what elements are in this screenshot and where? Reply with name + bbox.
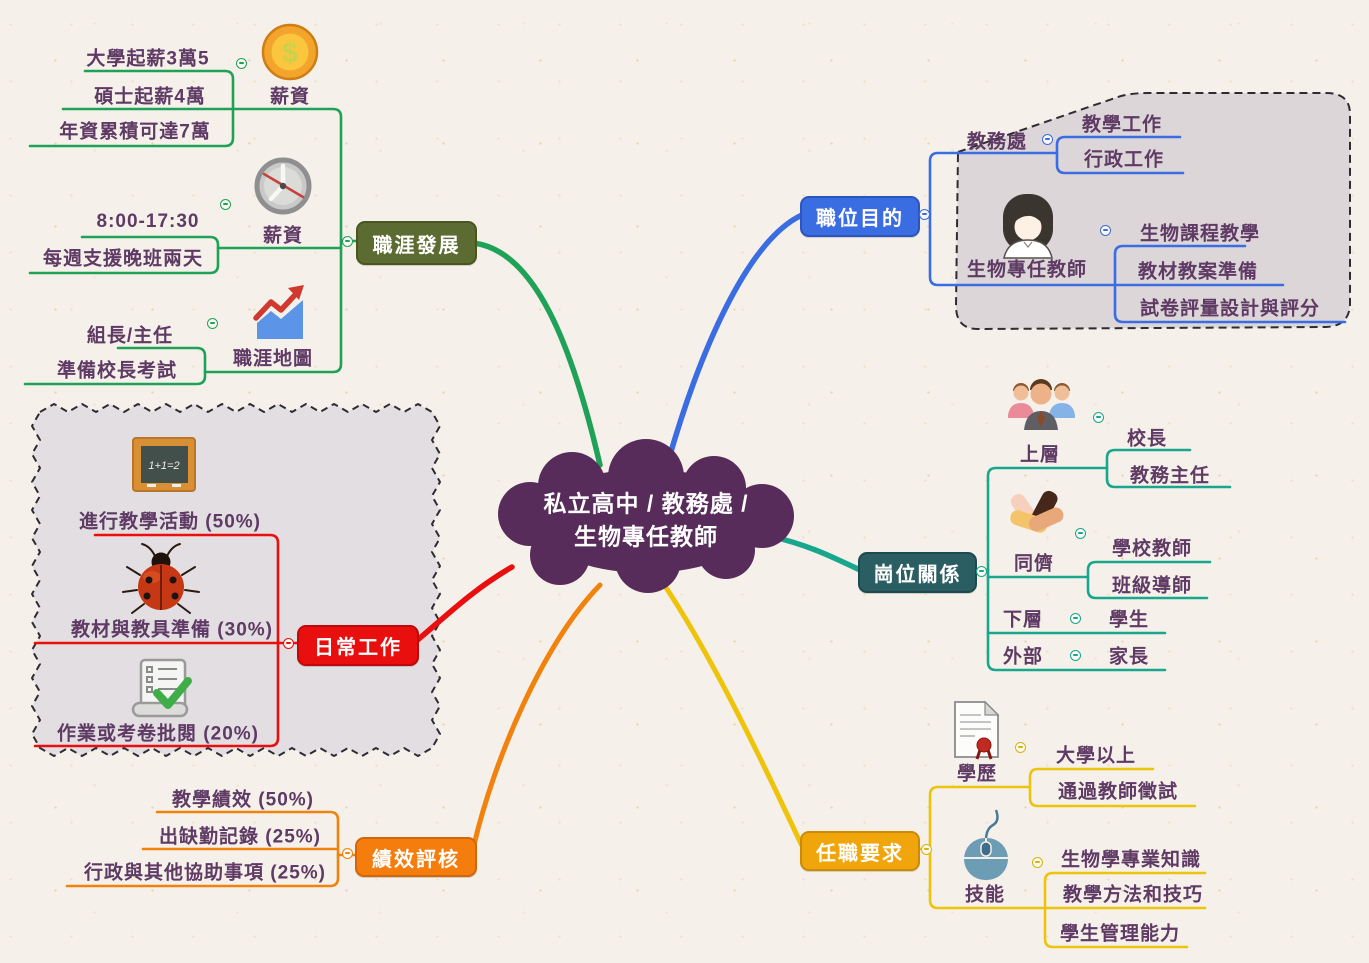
central-topic-line2: 生物專任教師: [573, 524, 718, 550]
branch-label-job-requirements[interactable]: 任職要求: [800, 831, 920, 871]
blackboard-icon: 1+1=2: [132, 437, 196, 492]
subtopic-principal-exam[interactable]: 準備校長考試: [56, 360, 178, 382]
people-group-icon: [1008, 379, 1075, 430]
collapse-button[interactable]: [235, 57, 247, 69]
branch-curve-purpose: [665, 212, 805, 465]
collapse-button[interactable]: [918, 208, 930, 220]
collapse-button[interactable]: [1041, 133, 1053, 145]
certificate-icon: [954, 700, 1000, 760]
coin-icon: $: [261, 23, 319, 81]
ladybug-icon: [122, 543, 200, 614]
topic-admin-assist-items[interactable]: 行政與其他協助事項 (25%): [84, 862, 326, 884]
subtopic-work-hours[interactable]: 8:00-17:30: [96, 211, 200, 232]
subtopic-teacher-exam-pass[interactable]: 通過教師徵試: [1057, 781, 1179, 803]
topic-teaching-performance[interactable]: 教學績效 (50%): [172, 789, 314, 811]
subtopic-biology-course[interactable]: 生物課程教學: [1139, 223, 1261, 245]
branch-label-position-relations[interactable]: 崗位關係: [858, 552, 977, 593]
topic-material-prep[interactable]: 教材與教具準備 (30%): [71, 619, 273, 641]
subtopic-lesson-prep[interactable]: 教材教案準備: [1137, 261, 1259, 283]
teamwork-hands-icon: [1010, 490, 1064, 533]
topic-grading[interactable]: 作業或考卷批閱 (20%): [57, 723, 259, 745]
subtopic-master-start-salary[interactable]: 碩士起薪4萬: [94, 86, 206, 108]
relations-branch-lines: [970, 448, 1232, 672]
central-topic-title[interactable]: 私立高中 / 教務處 / 生物專任教師: [544, 488, 749, 555]
subtopic-student-management[interactable]: 學生管理能力: [1059, 923, 1181, 945]
branch-curve-performance: [471, 582, 603, 848]
topic-upper-level[interactable]: 上層: [1019, 444, 1061, 466]
topic-education[interactable]: 學歷: [956, 763, 998, 785]
collapse-button[interactable]: [1074, 527, 1086, 539]
clock-icon: [254, 157, 312, 215]
topic-academic-office[interactable]: 教務處: [966, 131, 1028, 153]
branch-label-position-purpose[interactable]: 職位目的: [800, 196, 920, 237]
scroll-check-icon: [131, 658, 192, 718]
topic-skills[interactable]: 技能: [964, 884, 1006, 906]
subtopic-students[interactable]: 學生: [1108, 609, 1150, 631]
collapse-button[interactable]: [341, 847, 353, 859]
branch-curve-relations: [767, 533, 863, 573]
subtopic-class-tutor[interactable]: 班級導師: [1111, 575, 1193, 597]
subtopic-biology-knowledge[interactable]: 生物學專業知識: [1060, 849, 1202, 871]
collapse-button[interactable]: [1069, 649, 1081, 661]
subtopic-teaching-work[interactable]: 教學工作: [1081, 114, 1163, 136]
collapse-button[interactable]: [1099, 224, 1111, 236]
subtopic-university-above[interactable]: 大學以上: [1055, 745, 1137, 767]
branch-curve-requirements: [660, 580, 805, 849]
teacher-avatar-icon: [1003, 194, 1053, 259]
central-topic-cloud[interactable]: [498, 439, 794, 593]
topic-peers[interactable]: 同儕: [1013, 553, 1055, 575]
branch-label-career-development[interactable]: 職涯發展: [356, 221, 477, 265]
collapse-button[interactable]: [219, 198, 231, 210]
blackboard-formula: 1+1=2: [148, 460, 179, 472]
subtopic-evening-shift[interactable]: 每週支援晚班兩天: [42, 248, 204, 270]
collapse-button[interactable]: [341, 235, 353, 247]
branch-label-performance-review[interactable]: 績效評核: [355, 837, 477, 877]
subtopic-school-teachers[interactable]: 學校教師: [1111, 538, 1193, 560]
subtopic-univ-start-salary[interactable]: 大學起薪3萬5: [86, 48, 210, 70]
topic-external[interactable]: 外部: [1002, 646, 1044, 668]
topic-salary-clock[interactable]: 薪資: [262, 225, 304, 247]
collapse-button[interactable]: [1069, 612, 1081, 624]
subtopic-exam-design[interactable]: 試卷評量設計與評分: [1139, 298, 1321, 320]
subtopic-leader-director[interactable]: 組長/主任: [86, 325, 174, 347]
subtopic-parents[interactable]: 家長: [1108, 646, 1150, 668]
collapse-button[interactable]: [920, 843, 932, 855]
subtopic-teaching-methods[interactable]: 教學方法和技巧: [1062, 884, 1204, 906]
branch-curve-career: [470, 240, 603, 468]
growth-chart-icon: [253, 285, 304, 339]
subtopic-admin-work[interactable]: 行政工作: [1083, 149, 1165, 171]
topic-attendance-record[interactable]: 出缺勤記錄 (25%): [159, 826, 321, 848]
topic-teaching-activity[interactable]: 進行教學活動 (50%): [79, 511, 261, 533]
subtopic-seniority-salary[interactable]: 年資累積可達7萬: [59, 121, 211, 143]
topic-career-map[interactable]: 職涯地圖: [232, 348, 314, 370]
collapse-button[interactable]: [1014, 741, 1026, 753]
subtopic-academic-director[interactable]: 教務主任: [1129, 465, 1211, 487]
branch-curve-daily: [411, 564, 515, 646]
topic-lower-level[interactable]: 下層: [1002, 609, 1044, 631]
mouse-icon: [964, 809, 1008, 880]
collapse-button[interactable]: [1031, 856, 1043, 868]
subtopic-principal[interactable]: 校長: [1126, 428, 1168, 450]
collapse-button[interactable]: [282, 637, 294, 649]
branch-label-daily-work[interactable]: 日常工作: [297, 625, 419, 666]
group-boundary-daily-work: [31, 403, 441, 757]
topic-biology-teacher[interactable]: 生物專任教師: [966, 259, 1088, 281]
collapse-button[interactable]: [1092, 411, 1104, 423]
topic-salary-coin[interactable]: 薪資: [269, 86, 311, 108]
svg-text:$: $: [282, 37, 298, 68]
collapse-button[interactable]: [975, 565, 987, 577]
central-topic-line1: 私立高中 / 教務處 /: [543, 490, 749, 517]
collapse-button[interactable]: [206, 317, 218, 329]
